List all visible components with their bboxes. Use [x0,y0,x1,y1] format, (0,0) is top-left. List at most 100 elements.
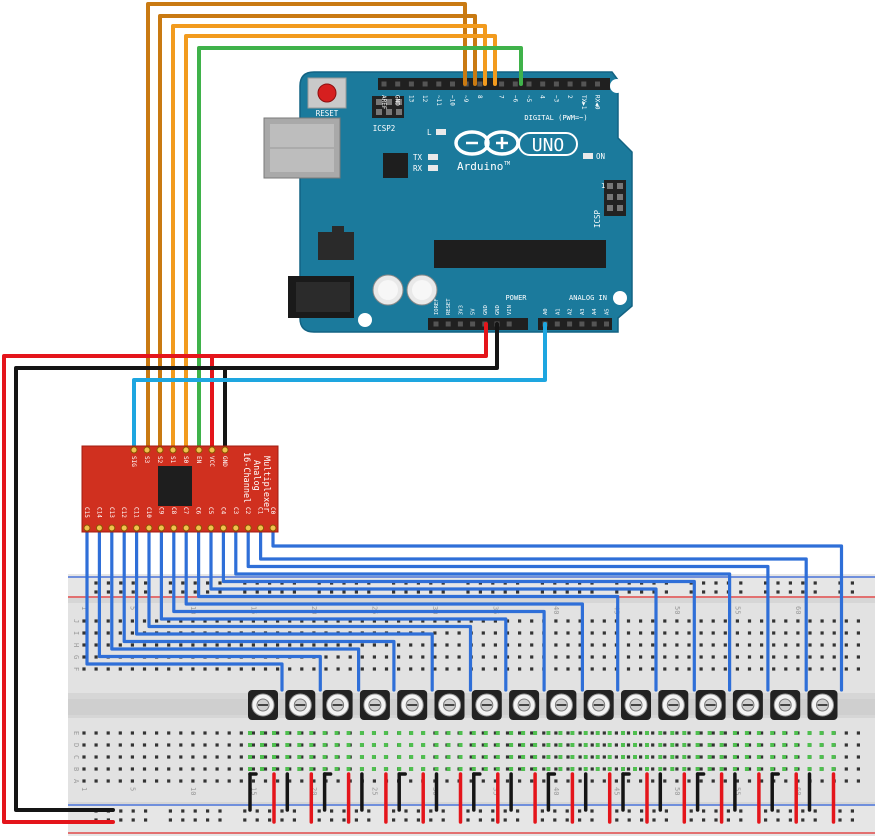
led-rx-label: RX [413,164,423,173]
reset-label: RESET [316,109,339,118]
channel-wire [221,528,696,692]
analog-header-label: ANALOG IN [569,294,607,302]
digital-pin-label: ~5 [525,95,532,103]
column-number: 10 [189,787,197,795]
digital-pin-label: ~3 [552,95,559,103]
row-letter: G [72,655,80,659]
channel-wire [97,528,322,692]
potentiometer[interactable] [583,690,614,720]
digital-pin-label: 4 [539,95,546,99]
mux-bottom-pin-label: C8 [170,507,177,515]
mux-top-pin-label: SIG [130,456,137,467]
mux-top-pin-label: S1 [169,456,176,464]
uno-badge [518,132,578,156]
wire-s1-to-d9 [171,24,487,448]
arduino-logo [454,130,520,156]
mounting-hole [610,79,624,93]
analog-header [538,318,612,330]
potentiometer[interactable] [770,690,801,720]
channel-wire [209,528,658,692]
mux-bottom-pin-label: C2 [244,507,251,515]
channel-wire [147,528,473,692]
wires [2,2,844,824]
potentiometer[interactable] [285,690,316,720]
digital-pin-label: AREF [380,95,387,110]
power-pin-label: 3V3 [458,305,464,315]
column-number: 1 [80,606,88,610]
channel-wire [172,528,546,692]
digital-pin-label: RX◀0 [594,95,601,110]
power-header [428,318,528,330]
column-number: 15 [249,787,257,795]
potentiometer[interactable] [732,690,763,720]
mounting-hole [613,291,627,305]
icsp-pin1-label: 1 [601,182,605,190]
voltage-regulator [318,232,354,260]
potentiometer[interactable] [509,690,540,720]
led-tx [428,154,438,160]
digital-pin-label: 7 [498,95,505,99]
power-pin-label: GND [483,305,489,315]
potentiometer[interactable] [434,690,465,720]
column-number: 20 [310,787,318,795]
potentiometer[interactable] [248,690,278,720]
column-number: 55 [733,787,741,795]
channel-wire [271,528,844,692]
multiplexer-chip [158,466,192,506]
mux-bottom-pin-label: C13 [108,507,115,518]
wire-sig-to-a0 [132,322,547,448]
mux-bottom-pin-label: C10 [145,507,152,518]
mux-top-pin-label: EN [195,456,202,464]
channel-wire [259,528,808,692]
trademark-label: TM [504,161,510,167]
column-number: 1 [80,787,88,791]
led-l-label: L [427,128,432,137]
mux-bottom-pin-label: C11 [133,507,140,518]
led-l [436,129,446,135]
analog-pin-label: A3 [580,308,586,315]
analog-pin-label: A1 [555,308,561,315]
mux-bottom-pin-label: C14 [95,507,102,518]
potentiometer[interactable] [471,690,502,720]
potentiometer[interactable] [658,690,689,720]
row-letter: B [72,767,80,771]
potentiometer[interactable] [546,690,577,720]
digital-pin-label: 12 [421,95,428,103]
mux-title-line1: 16-Channel [241,452,251,503]
potentiometer[interactable] [397,690,428,720]
potentiometer[interactable] [807,690,838,720]
power-pin-label: GND [495,305,501,315]
led-tx-label: TX [413,153,423,162]
column-number: 35 [491,787,499,795]
mux-bottom-pin-label: C6 [195,507,202,515]
digital-pin-label: ~6 [511,95,518,103]
row-letter: I [72,631,80,635]
mux-bottom-pin-label: C15 [83,507,90,518]
channel-wire [197,528,620,692]
usb-connector [263,117,341,179]
mux-top-pin-label: VCC [208,456,215,467]
microcontroller-chip [434,240,606,268]
digital-pin-label: ~9 [462,95,469,103]
reset-button[interactable] [307,77,347,109]
potentiometer[interactable] [322,690,353,720]
potentiometer[interactable] [359,690,390,720]
channel-wire [135,528,434,692]
row-letter: A [72,779,80,784]
column-number: 60 [794,606,802,614]
potentiometer[interactable] [695,690,726,720]
digital-pin-label: 8 [476,95,483,99]
wire-vcc-to-5v [210,322,488,448]
channel-wire [85,528,284,692]
potentiometer[interactable] [621,690,651,720]
column-number: 40 [552,787,560,795]
wire-gnd-to-gnd [223,322,499,448]
mux-top-pin-label: GND [221,456,228,467]
power-jack [288,276,354,318]
wire-s0-to-d8 [184,34,497,448]
column-number: 5 [128,787,136,791]
analog-pin-label: A0 [543,308,549,315]
brand-label: Arduino [457,160,503,173]
